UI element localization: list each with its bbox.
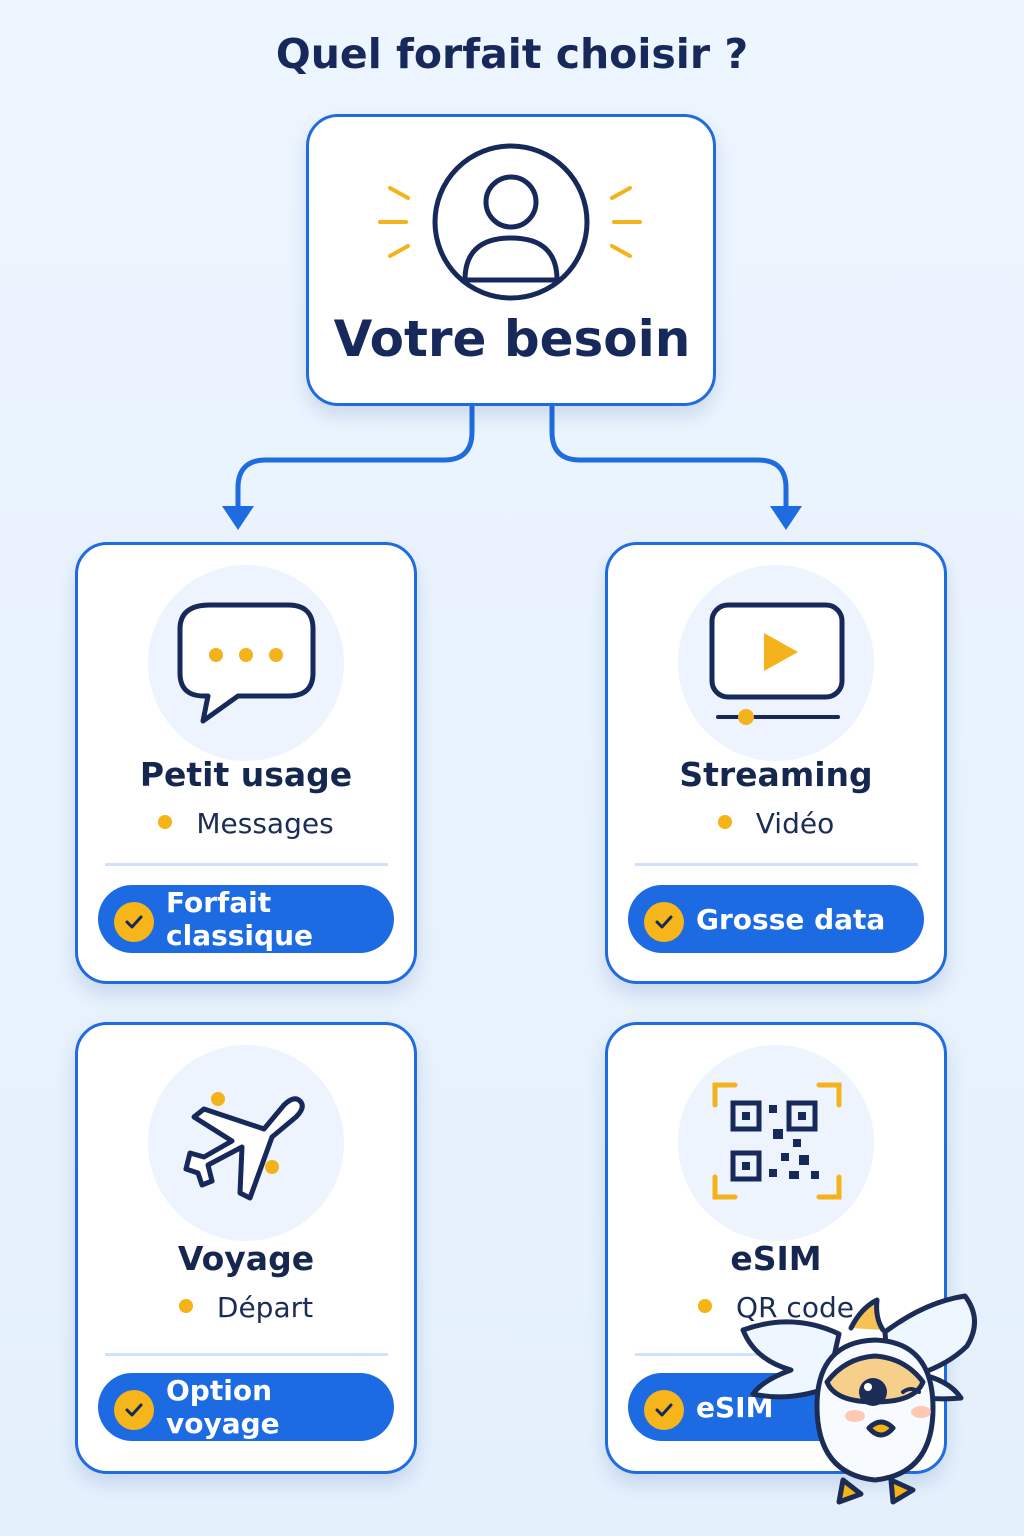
bird-mascot-icon	[740, 1293, 977, 1505]
bullet-dot	[698, 1299, 713, 1313]
card-divider	[105, 1353, 388, 1356]
card-title: eSIM	[730, 1239, 822, 1278]
bullet-dot	[717, 815, 732, 829]
card-subtitle: Messages	[196, 807, 334, 840]
card-streaming: Streaming Vidéo Grosse data	[605, 542, 947, 984]
connector-arrows	[222, 403, 802, 530]
card-subtitle-row: Vidéo	[605, 807, 947, 840]
card-petit-usage: Petit usage Messages Forfait classique	[75, 542, 417, 984]
card-title: Petit usage	[139, 755, 353, 794]
user-icon	[378, 143, 642, 301]
check-icon	[644, 1390, 684, 1430]
qr-code-icon	[712, 1082, 842, 1200]
icon-background	[678, 1045, 874, 1241]
option-voyage-button[interactable]: Option voyage	[98, 1373, 394, 1441]
card-title: Streaming	[679, 755, 873, 794]
bullet-dot	[158, 815, 173, 829]
card-voyage: Voyage Départ Option voyage	[75, 1022, 417, 1474]
card-title: Voyage	[177, 1239, 315, 1278]
button-label: Option voyage	[166, 1374, 280, 1440]
card-divider	[635, 863, 918, 866]
card-subtitle: QR code	[736, 1291, 854, 1324]
airplane-icon	[183, 1092, 305, 1201]
bullet-dot	[178, 1299, 193, 1313]
grosse-data-button[interactable]: Grosse data	[628, 885, 924, 953]
root-label: Votre besoin	[333, 310, 691, 368]
button-label: Grosse data	[696, 902, 886, 936]
chat-icon	[177, 602, 316, 724]
card-subtitle-row: Messages	[75, 807, 417, 840]
card-subtitle-row: QR code	[605, 1291, 947, 1324]
card-subtitle: Départ	[216, 1291, 314, 1324]
check-icon	[644, 902, 684, 942]
page-title: Quel forfait choisir ?	[275, 30, 749, 78]
check-icon	[114, 1390, 154, 1430]
check-icon	[114, 902, 154, 942]
card-subtitle-row: Départ	[75, 1291, 417, 1324]
card-subtitle: Vidéo	[755, 807, 835, 840]
forfait-classique-button[interactable]: Forfait classique	[98, 885, 394, 953]
card-divider	[105, 863, 388, 866]
button-label: Forfait classique	[166, 886, 313, 952]
video-icon	[709, 602, 845, 725]
